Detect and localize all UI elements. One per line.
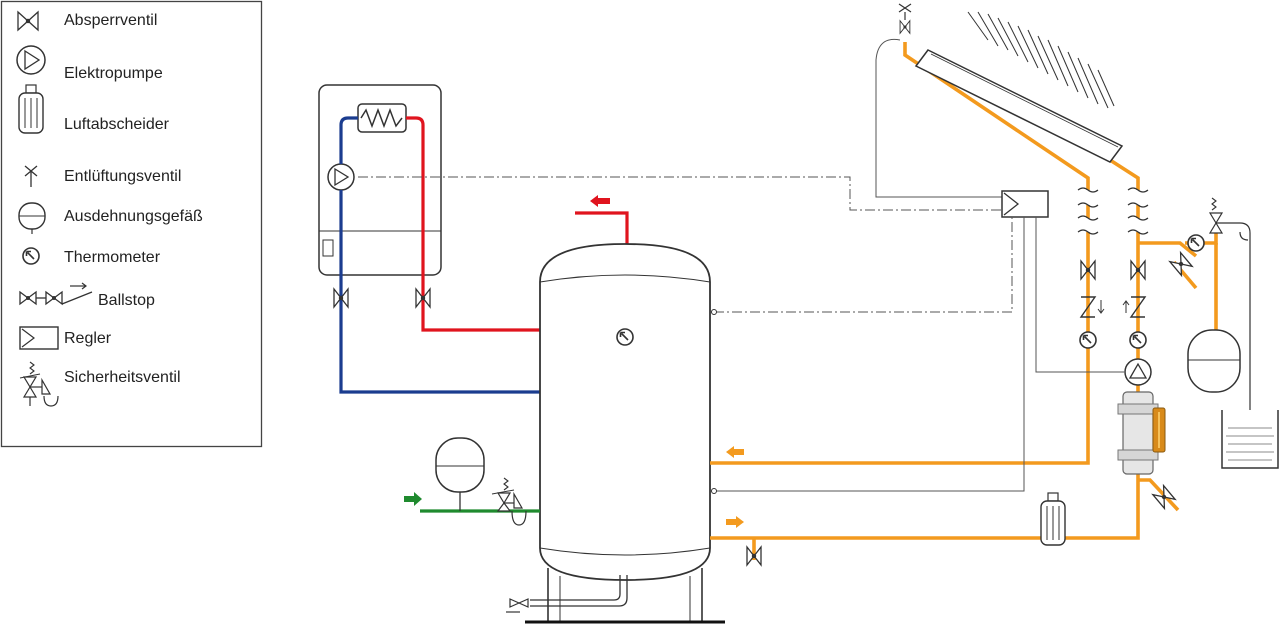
legend-label: Entlüftungsventil (64, 168, 181, 185)
legend-label: Ballstop (98, 292, 155, 309)
return-check-valve-icon (1080, 296, 1105, 318)
air-separator-on-pipe-icon (1040, 492, 1066, 546)
thermometer-icon (22, 247, 40, 265)
heat-exchanger-icon (357, 103, 407, 133)
control-lines (358, 176, 1124, 492)
legend-label: Thermometer (64, 249, 161, 266)
legend-label: Ausdehnungsgefäß (64, 208, 203, 225)
safety-valve-icon (19, 361, 59, 407)
cold-return-pipe (339, 116, 540, 394)
drain-valve-icon (506, 575, 628, 613)
legend-item-entlueftungsventil: Entlüftungsventil (24, 165, 181, 187)
boiler-unit (318, 84, 442, 276)
safety-group-valve (1169, 251, 1193, 277)
legend-item-absperrventil: Absperrventil (17, 10, 157, 32)
storage-tank (506, 243, 725, 624)
solar-pump-icon (1124, 358, 1152, 386)
legend-label: Sicherheitsventil (64, 369, 181, 386)
boiler-display (322, 239, 334, 257)
safety-thermometer-icon (1187, 234, 1205, 252)
return-thermometer-icon (1079, 331, 1097, 349)
legend-label: Elektropumpe (64, 65, 163, 82)
solar-expansion-vessel-icon (1187, 329, 1241, 393)
pipe-break-marks (1077, 187, 1149, 235)
legend-item-sicherheitsventil: Sicherheitsventil (19, 361, 181, 407)
legend-label: Regler (64, 330, 112, 347)
legend-item-ausdehnungsgefaess: Ausdehnungsgefäß (18, 202, 203, 234)
expansion-vessel-icon (18, 202, 46, 234)
solar-safety-valve-icon (1208, 197, 1251, 410)
cold-water-inlet-arrow-icon (404, 492, 422, 506)
shutoff-valve-icon (17, 10, 39, 32)
solar-circuit-pipes (710, 42, 1218, 560)
sun-rays-icon (967, 11, 1115, 109)
solar-controller (1001, 190, 1049, 218)
hot-flow-pipe (406, 116, 629, 332)
vent-valve-icon (24, 165, 38, 187)
inlet-safety-valve-icon (491, 477, 527, 526)
collector-sensor-line (875, 38, 1002, 198)
cold-water-inlet (404, 437, 540, 526)
legend-item-elektropumpe: Elektropumpe (16, 45, 163, 82)
hot-water-outlet-arrow-icon (590, 195, 610, 207)
feed-thermometer-icon (1129, 331, 1147, 349)
controller-icon (19, 326, 59, 350)
legend-frame (0, 0, 263, 448)
pump-icon (16, 45, 46, 75)
legend-item-thermometer: Thermometer (22, 247, 161, 266)
air-separator-icon (18, 84, 44, 134)
inlet-expansion-vessel-icon (435, 437, 485, 493)
boiler-pump-icon (327, 163, 355, 191)
legend-item-regler: Regler (19, 326, 112, 350)
collecting-container-icon (1221, 410, 1279, 469)
legend-item-luftabscheider: Luftabscheider (18, 84, 170, 134)
legend-label: Luftabscheider (64, 116, 170, 133)
return-arrow-icon (726, 446, 744, 458)
ballstop-icon (19, 282, 93, 306)
boiler-housing (318, 84, 442, 276)
flow-meter-station (1117, 391, 1166, 475)
tank-thermometer-icon (616, 328, 634, 346)
legend-item-ballstop: Ballstop (19, 282, 155, 309)
solar-collector (898, 3, 1124, 163)
legend: Absperrventil Elektropumpe Luftabscheide… (0, 0, 263, 448)
collector-vent-icon (898, 3, 912, 34)
feed-arrow-icon (726, 516, 744, 528)
feed-check-valve-icon (1122, 296, 1146, 318)
legend-label: Absperrventil (64, 12, 157, 29)
